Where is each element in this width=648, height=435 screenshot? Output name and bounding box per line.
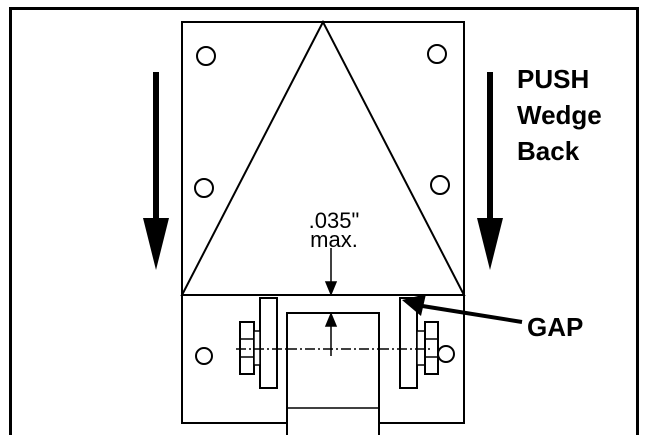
mounting-hole [194, 178, 214, 198]
left-bolt [239, 321, 261, 375]
push-label-line3: Back [517, 136, 580, 166]
mounting-hole [195, 347, 213, 365]
right-spacer [399, 297, 418, 389]
push-arrow-right [477, 72, 503, 270]
push-label-line2: Wedge [517, 100, 602, 130]
gap-label: GAP [527, 312, 583, 342]
right-nut [416, 321, 439, 375]
gap-value-label: .035" [309, 208, 360, 233]
gap-dimension-arrows [318, 248, 345, 356]
mounting-hole [437, 345, 455, 363]
gap-pointer-arrow [402, 294, 523, 324]
mounting-hole [427, 44, 447, 64]
center-shaft [286, 312, 380, 435]
mounting-hole [196, 46, 216, 66]
push-label-line1: PUSH [517, 64, 589, 94]
mounting-hole [430, 175, 450, 195]
left-spacer [259, 297, 278, 389]
upper-plate [181, 21, 465, 296]
outer-frame [9, 7, 639, 435]
gap-max-label: max. [310, 227, 358, 252]
push-arrow-left [143, 72, 169, 270]
